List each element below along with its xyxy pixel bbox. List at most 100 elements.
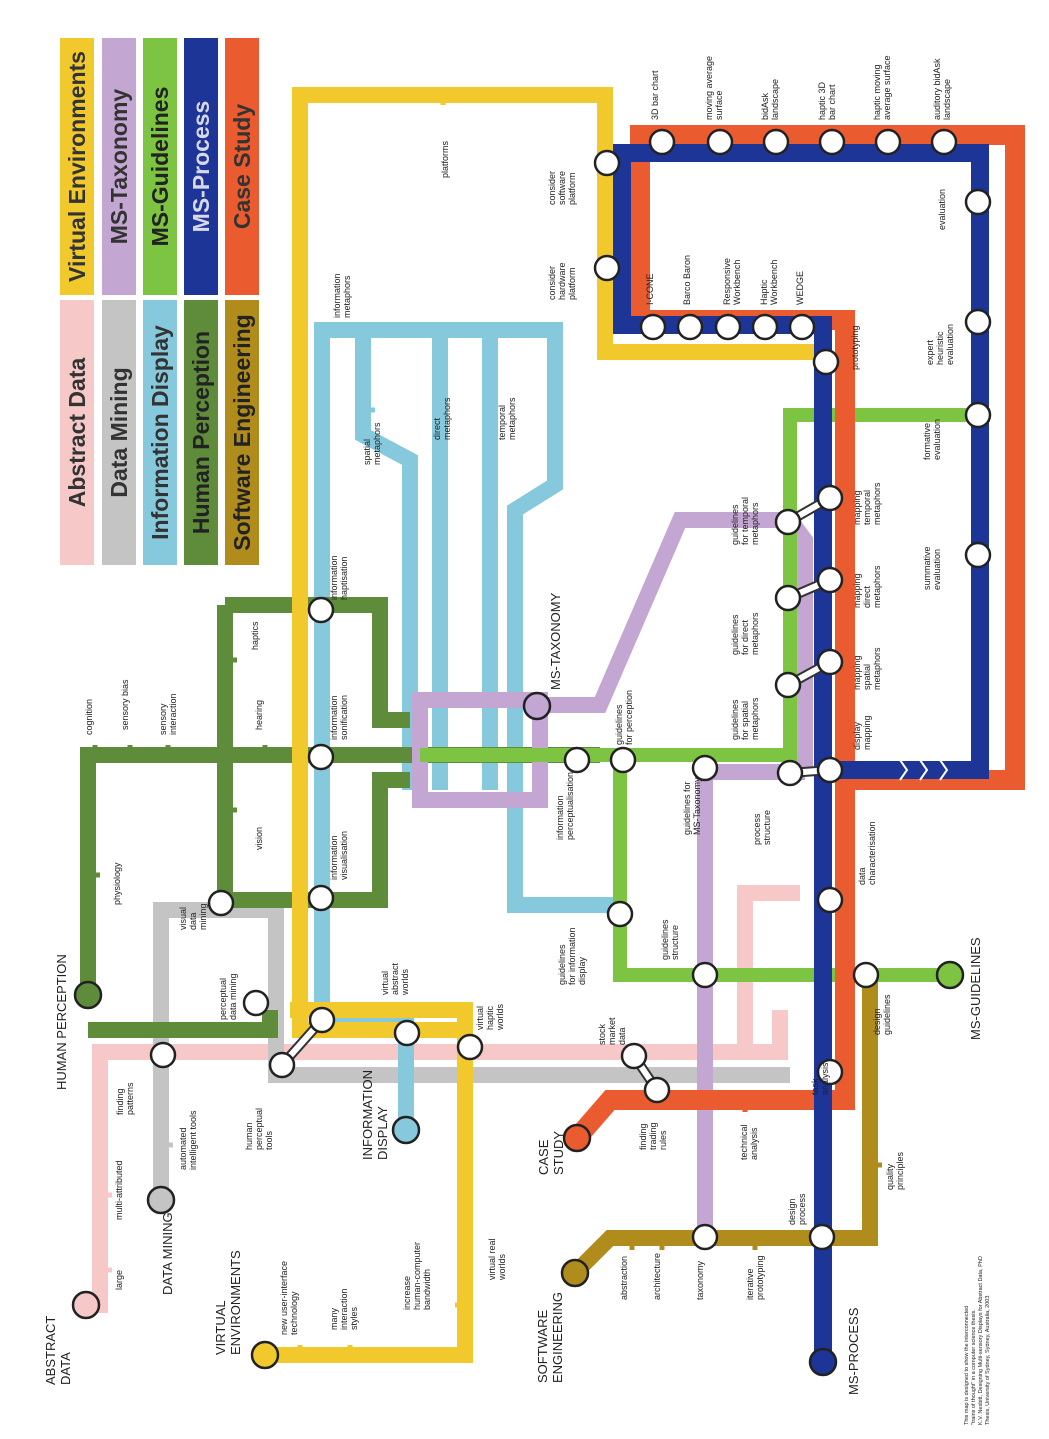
line-ms-process — [613, 144, 989, 1362]
station-label-line: direct — [862, 585, 872, 608]
station-label-line: for information — [567, 927, 577, 985]
station-label-line: human — [244, 1122, 254, 1150]
station-label-line: intelligent tools — [188, 1110, 198, 1170]
station-label-line: bidAsk — [760, 92, 770, 120]
line-ticks — [88, 95, 882, 1355]
legend-swatch — [225, 300, 259, 565]
station-label: taxonomy — [695, 1260, 705, 1300]
station-label-line: information — [329, 835, 339, 880]
station-data-characterisation — [816, 886, 844, 914]
station-label-line: display — [577, 956, 587, 985]
station-label-line: metaphors — [872, 647, 882, 690]
station-label-line: information — [555, 795, 565, 840]
station-label-line: haptisation — [339, 556, 349, 600]
station-label-line: prototyping — [850, 325, 860, 370]
station-label-line: data — [857, 867, 867, 885]
station-label-line: information — [329, 555, 339, 600]
station-label-line: evaluation — [932, 549, 942, 590]
station-label-line: task — [810, 1078, 820, 1095]
terminus-data-mining: DATA MINING — [160, 1212, 175, 1295]
station-label-line: display — [852, 721, 862, 750]
station-label-line: structure — [762, 810, 772, 845]
terminus-label: INFORMATION — [360, 1070, 375, 1160]
station-label-line: formative — [922, 423, 932, 460]
line-merge-marks — [899, 759, 949, 781]
station-label: evaluation — [937, 189, 947, 230]
station-guidelines-structure — [691, 961, 719, 989]
station-label-line: metaphors — [342, 275, 352, 318]
line-virtual-environments — [265, 87, 830, 1363]
station-label-line: data — [617, 1027, 627, 1045]
station-label: platforms — [440, 140, 450, 178]
legend-item-ms-taxonomy: MS-Taxonomy — [102, 38, 136, 295]
line-software-engineering — [569, 975, 878, 1279]
station-label-line: heuristic — [935, 331, 945, 365]
footnote-line: "trains of thought" in a computer scienc… — [971, 1309, 977, 1425]
legend-label: Software Engineering — [229, 314, 255, 550]
station-label-line: expert — [925, 339, 935, 365]
station-label-line: WEDGE — [795, 271, 805, 305]
station-label-line: metaphors — [442, 397, 452, 440]
station-label: abstraction — [619, 1256, 629, 1300]
station-label-line: Haptic — [759, 279, 769, 305]
station-mapping-temporal — [816, 484, 844, 512]
line-ms-taxonomy — [412, 512, 813, 1232]
legend-item-abstract-data: Abstract Data — [60, 300, 94, 565]
terminus-ms-process: MS-PROCESS — [846, 1307, 861, 1395]
legend-item-ms-process: MS-Process — [184, 38, 218, 295]
station-label-line: platform — [567, 267, 577, 300]
station-label-line: virtual real — [487, 1238, 497, 1280]
station-label-line: evaluation — [937, 189, 947, 230]
station-label-line: sonification — [339, 695, 349, 740]
station-virtual-abstract-worlds-2 — [393, 1019, 421, 1047]
station-label-line: tools — [264, 1130, 274, 1150]
station-finding-patterns — [149, 1041, 177, 1069]
station-label-line: analysis — [749, 1127, 759, 1160]
station-label-line: rules — [658, 1130, 668, 1150]
station-label-line: metaphors — [872, 565, 882, 608]
station-label-line: styles — [349, 1306, 359, 1330]
station-label-line: design — [872, 1008, 882, 1035]
legend-item-information-display: Information Display — [143, 300, 177, 565]
station-label-line: quality — [885, 1163, 895, 1190]
station-label-line: for direct — [740, 619, 750, 655]
station-label-line: interaction — [168, 693, 178, 735]
station-guidelines-taxonomy — [691, 754, 719, 782]
station-label-line: haptics — [250, 621, 260, 650]
station-label-line: guidelines — [557, 944, 567, 985]
station-label: 3D bar chart — [650, 70, 660, 120]
station-consider-software-platform — [593, 149, 621, 177]
station-3d-bar-chart — [648, 128, 676, 156]
terminal-information-display — [391, 1115, 421, 1145]
terminal-data-mining — [146, 1185, 176, 1215]
station-label-line: analysis — [820, 1062, 830, 1095]
footnote-line: This map is designed to show the interco… — [964, 1306, 970, 1425]
terminus-label: DISPLAY — [375, 1106, 390, 1160]
station-label-line: for temporal — [740, 497, 750, 545]
station-label-line: worlds — [497, 1253, 507, 1281]
station-wedge — [788, 313, 816, 341]
station-label-line: haptic — [485, 1005, 495, 1030]
terminal-ms-process — [808, 1347, 838, 1377]
station-label: Barco Baron — [682, 255, 692, 305]
terminus-label: ABSTRACT — [43, 1316, 58, 1385]
footnote: This map is designed to show the interco… — [964, 1256, 991, 1425]
station-display-mapping — [816, 756, 844, 784]
station-label-line: landscape — [770, 79, 780, 120]
station-label-line: mining — [198, 903, 208, 930]
